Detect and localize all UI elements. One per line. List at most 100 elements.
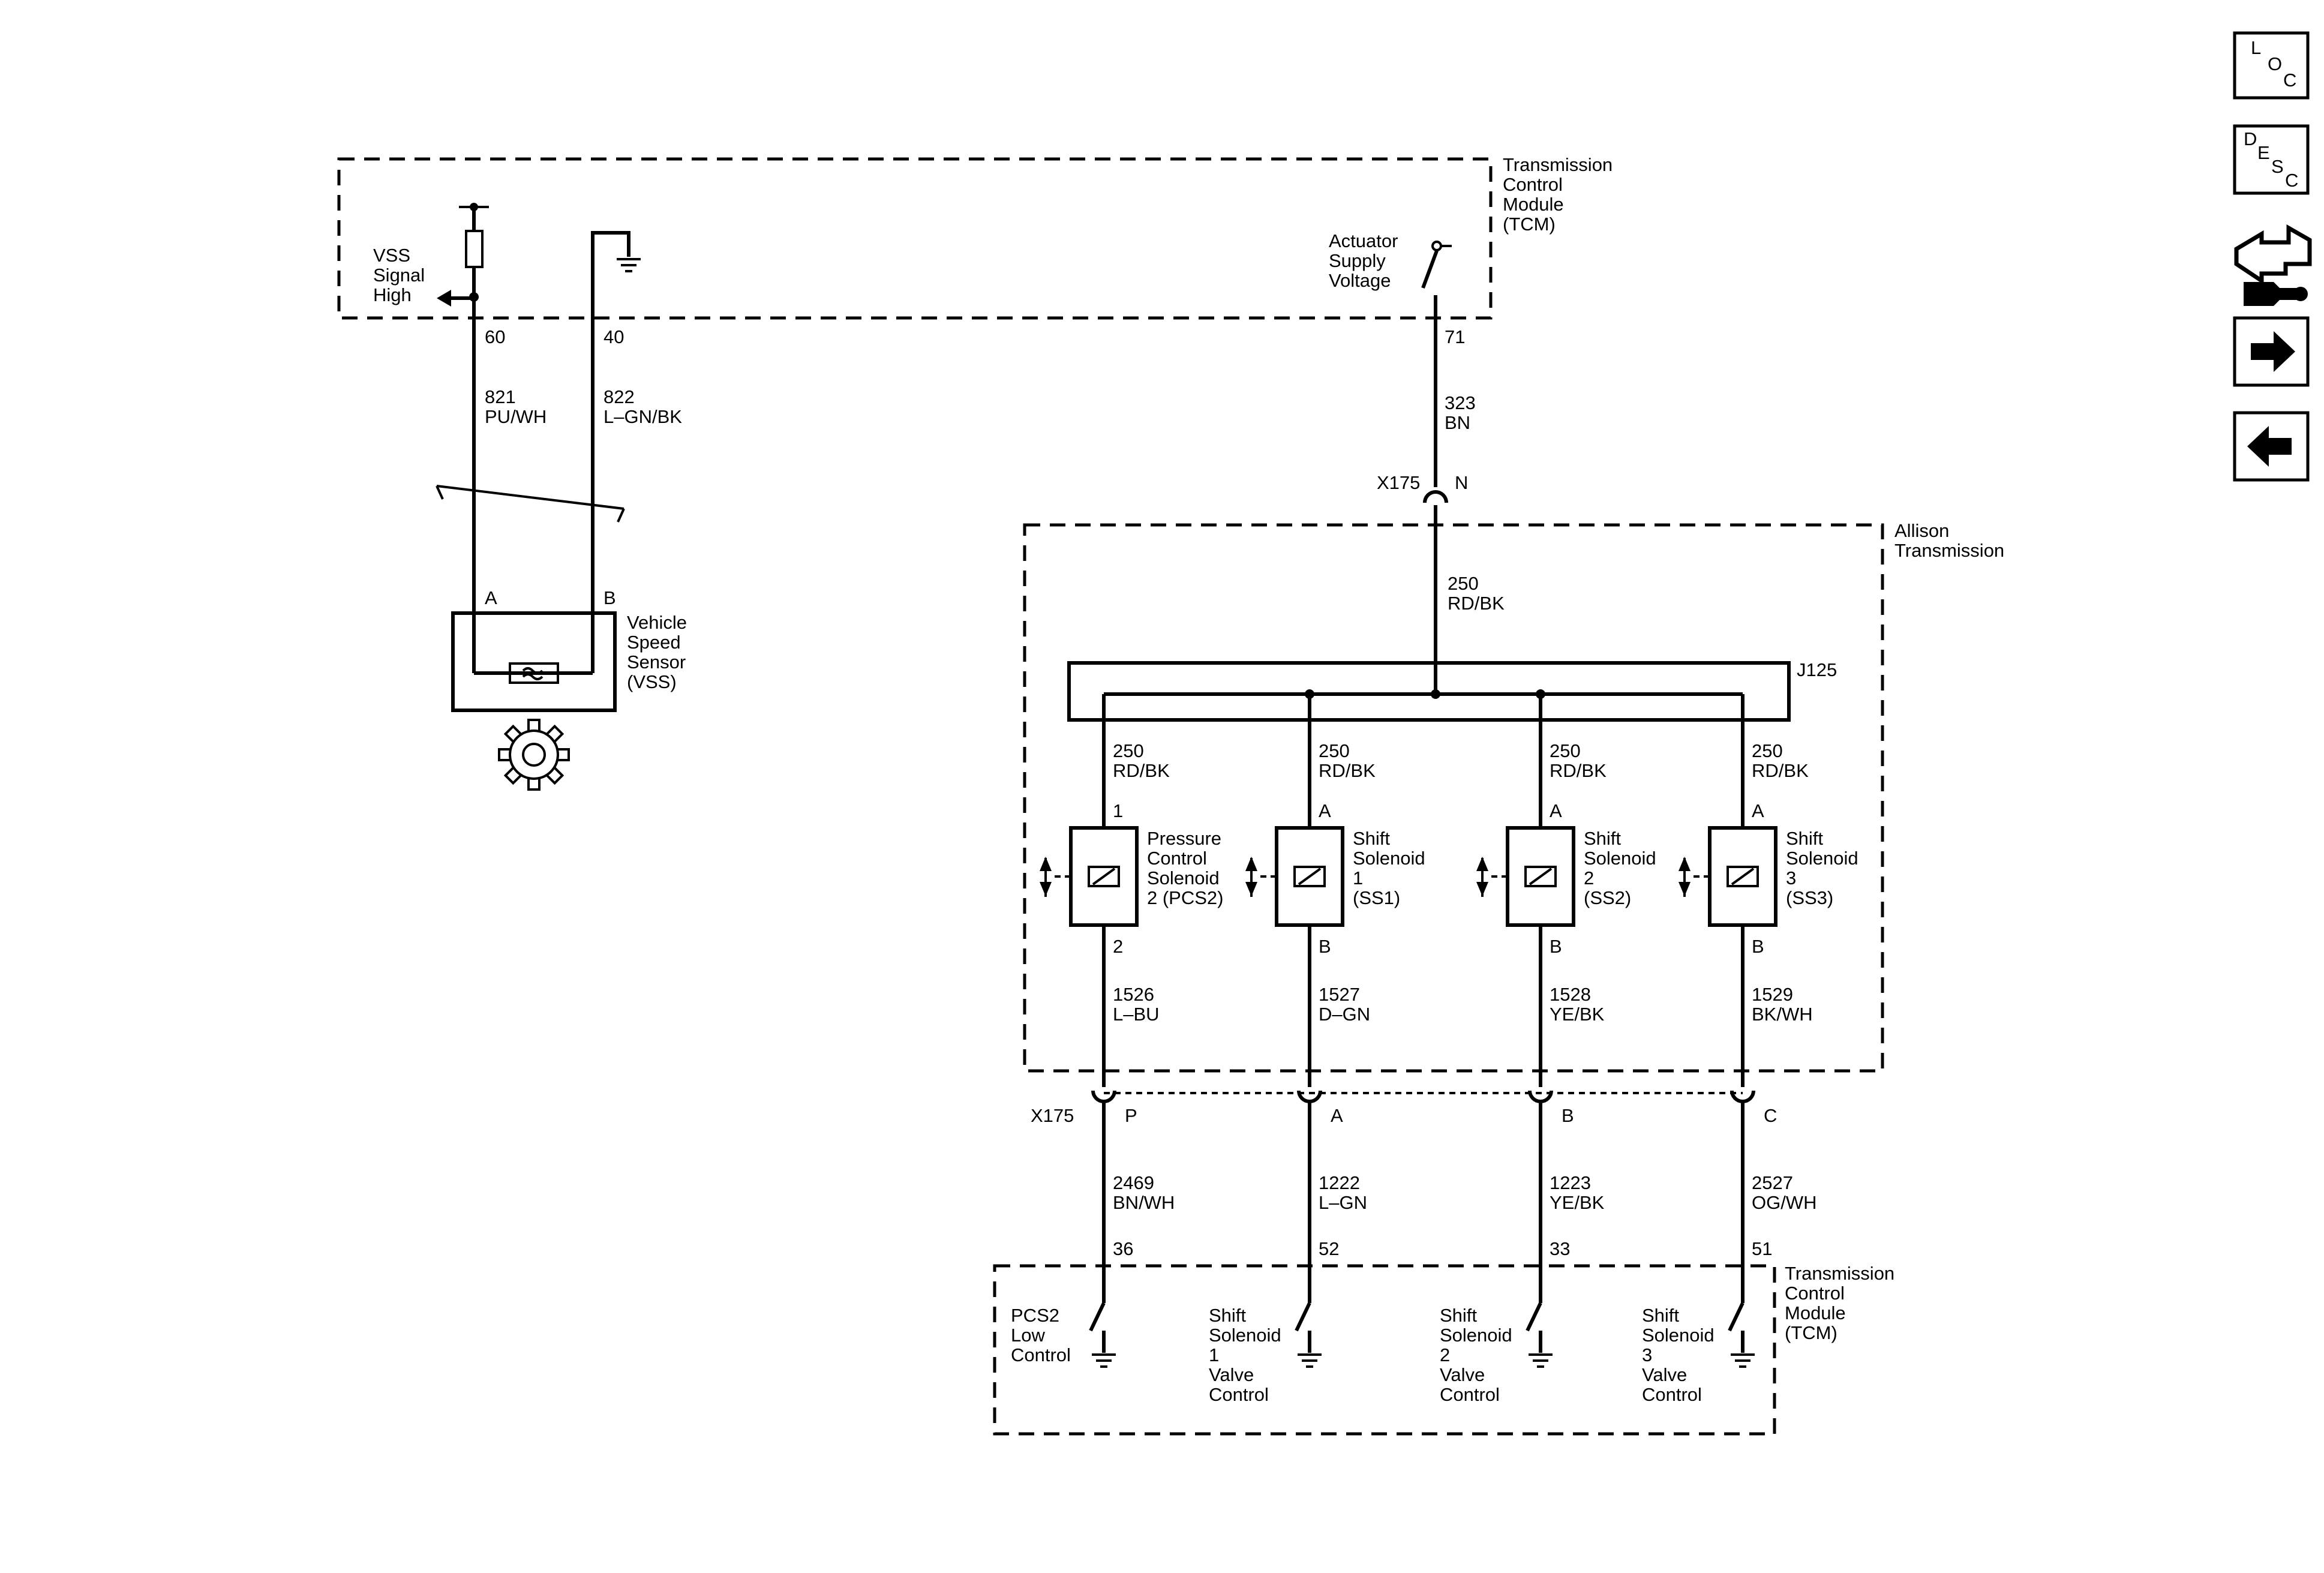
- tcm-control-label-line: Low: [1011, 1325, 1045, 1346]
- tcm-bottom-module: Transmission Control Module (TCM): [993, 1263, 1894, 1436]
- desc-letter-s: S: [2271, 156, 2284, 177]
- actuator-label-3: Voltage: [1329, 270, 1391, 291]
- arrow-right-button[interactable]: [2233, 316, 2310, 387]
- solenoid-column-3: 250RD/BKAShiftSolenoid2(SS2)B1528YE/BKB1…: [1440, 694, 1656, 1405]
- ground-icon: [1527, 1353, 1554, 1368]
- tcm-wire-color: BN/WH: [1113, 1192, 1175, 1213]
- tcm-control-label-line: 3: [1642, 1344, 1652, 1365]
- desc-letter-e: E: [2257, 142, 2270, 163]
- solenoid-name-line: (SS2): [1584, 887, 1631, 908]
- tcm-control-label-line: Control: [1011, 1344, 1071, 1365]
- ground-icon: [1730, 1353, 1756, 1368]
- solenoid-name-line: Solenoid: [1147, 867, 1220, 888]
- solenoid-name-line: (SS1): [1353, 887, 1400, 908]
- vss-pin-a: A: [485, 587, 497, 608]
- connector-hand-icon[interactable]: [2234, 224, 2312, 306]
- solenoid-in-wire-number: 250: [1752, 740, 1783, 761]
- j125-label: J125: [1797, 659, 1837, 680]
- tcm-control-label-line: Solenoid: [1209, 1325, 1281, 1346]
- feed-wire-color: RD/BK: [1448, 593, 1505, 614]
- tcm-wire-number: 1223: [1550, 1172, 1591, 1193]
- tcm-top-module: Transmission Control Module (TCM): [337, 154, 1613, 320]
- actuator-label-2: Supply: [1329, 250, 1386, 271]
- x175-bottom-terminal: [1297, 1090, 1322, 1103]
- vss-signal-circuit: VSS Signal High: [373, 203, 489, 307]
- solenoid-out-wire-color: D–GN: [1319, 1004, 1370, 1025]
- x175-bottom-pin: P: [1125, 1105, 1137, 1126]
- solenoid-name-line: 2 (PCS2): [1147, 887, 1223, 908]
- tcm-control-label-line: Shift: [1642, 1305, 1679, 1326]
- wire-323-number: 323: [1445, 392, 1476, 413]
- tcm-control-label-line: 2: [1440, 1344, 1450, 1365]
- tcm-top-label-4: (TCM): [1503, 214, 1556, 235]
- solenoid-name-line: Solenoid: [1786, 848, 1858, 869]
- x175-bottom-id: X175: [1031, 1105, 1074, 1126]
- solenoid-column-4: 250RD/BKAShiftSolenoid3(SS3)B1529BK/WHC2…: [1642, 694, 1858, 1405]
- tcm-pin: 33: [1550, 1238, 1570, 1259]
- solenoid-out-wire-number: 1526: [1113, 984, 1154, 1005]
- tcm-top-label-3: Module: [1503, 194, 1564, 215]
- tcm-bottom-label-3: Module: [1785, 1302, 1846, 1323]
- arrow-left-button[interactable]: [2233, 411, 2310, 482]
- solenoid-name-line: 2: [1584, 867, 1594, 888]
- solenoid-out-wire-color: L–BU: [1113, 1004, 1160, 1025]
- pin-71: 71: [1445, 326, 1465, 347]
- solenoid-out-wire-number: 1529: [1752, 984, 1793, 1005]
- vss-label-4: (VSS): [627, 671, 677, 692]
- solenoid-coil-icon: [1524, 866, 1557, 887]
- solenoid-in-wire-color: RD/BK: [1550, 760, 1607, 781]
- tcm-bottom-label-4: (TCM): [1785, 1322, 1837, 1343]
- tcm-control-label-line: Valve: [1642, 1364, 1687, 1385]
- solenoid-name-line: Shift: [1584, 828, 1621, 849]
- x175-bottom-terminal: [1091, 1090, 1116, 1103]
- tcm-control-label-line: Shift: [1440, 1305, 1477, 1326]
- arrow-left-icon: [2247, 426, 2292, 467]
- x175-bottom-terminal: [1730, 1090, 1755, 1103]
- solenoid-name-line: Shift: [1353, 828, 1390, 849]
- feed-wire-number: 250: [1448, 573, 1479, 594]
- tcm-wire-number: 2469: [1113, 1172, 1154, 1193]
- vss-label-3: Sensor: [627, 652, 686, 673]
- solenoid-out-wire-color: BK/WH: [1752, 1004, 1813, 1025]
- x175-top-id: X175: [1377, 472, 1420, 493]
- solenoid-in-wire-number: 250: [1319, 740, 1350, 761]
- desc-button[interactable]: D E S C: [2233, 124, 2310, 195]
- solenoid-coil-icon: [1088, 866, 1120, 887]
- vss-label-2: Speed: [627, 632, 681, 653]
- solenoid-in-wire-color: RD/BK: [1319, 760, 1376, 781]
- ground-icon: [1091, 1353, 1117, 1368]
- tcm-control-label-line: Shift: [1209, 1305, 1246, 1326]
- harness-break-line: [436, 485, 624, 510]
- vss-label-1: Vehicle: [627, 612, 687, 633]
- solenoid-in-wire-number: 250: [1550, 740, 1581, 761]
- actuator-label-1: Actuator: [1329, 230, 1398, 251]
- solenoid-in-wire-color: RD/BK: [1752, 760, 1809, 781]
- solenoid-name-line: Solenoid: [1353, 848, 1425, 869]
- solenoid-name-line: Pressure: [1147, 828, 1221, 849]
- solenoid-in-wire-number: 250: [1113, 740, 1144, 761]
- loc-button[interactable]: L O C: [2233, 31, 2310, 100]
- x175-bottom-pin: C: [1764, 1105, 1777, 1126]
- tcm-bottom-label-2: Control: [1785, 1283, 1845, 1304]
- ground-icon: [615, 258, 642, 272]
- solenoid-pin-top: A: [1319, 800, 1331, 821]
- tcm-control-label-line: Control: [1209, 1384, 1269, 1405]
- allison-label-1: Allison: [1894, 520, 1949, 541]
- tcm-pin: 36: [1113, 1238, 1133, 1259]
- tcm-control-label-line: Control: [1642, 1384, 1702, 1405]
- pin-60: 60: [485, 326, 505, 347]
- solenoid-in-wire-color: RD/BK: [1113, 760, 1170, 781]
- pin-40: 40: [603, 326, 624, 347]
- tcm-wire-color: YE/BK: [1550, 1192, 1605, 1213]
- solenoid-coil-icon: [1293, 866, 1326, 887]
- solenoid-name-line: Shift: [1786, 828, 1823, 849]
- solenoid-name-line: 1: [1353, 867, 1363, 888]
- vss-signal-label-1: VSS: [373, 245, 410, 266]
- solenoid-pin-top: A: [1752, 800, 1764, 821]
- allison-label-2: Transmission: [1894, 540, 2004, 561]
- tcm-wire-number: 2527: [1752, 1172, 1793, 1193]
- signal-arrow-icon: [437, 290, 451, 307]
- allison-transmission: Allison Transmission: [1023, 520, 2004, 1073]
